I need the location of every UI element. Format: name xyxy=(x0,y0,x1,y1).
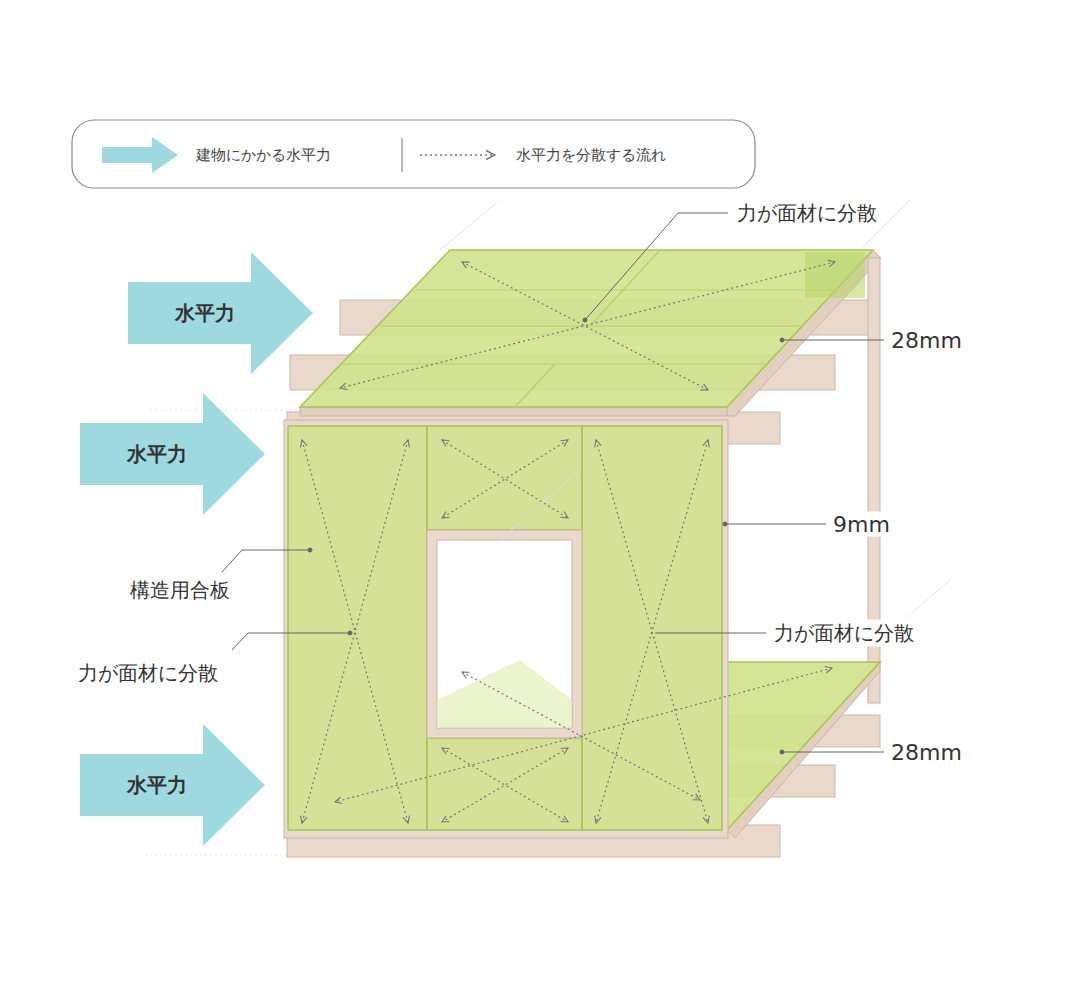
window-frame xyxy=(427,530,582,738)
roof-floor-panel xyxy=(300,250,873,407)
legend-swatch xyxy=(102,135,180,175)
force-flow-arrow xyxy=(302,262,835,823)
callout-label: 力が面材に分散 xyxy=(772,620,916,647)
leader-line xyxy=(222,213,884,754)
legend-text: 建物にかかる水平力 xyxy=(196,146,331,165)
arrow-fill xyxy=(80,393,265,515)
arrow-fill xyxy=(128,252,313,374)
dimension-label: 28mm xyxy=(889,740,964,765)
dimension-label: 9mm xyxy=(831,512,892,537)
force-arrow: 水平力 xyxy=(128,252,313,374)
legend-dotted-arrow xyxy=(420,154,495,156)
force-label: 水平力 xyxy=(127,772,187,799)
callout-label: 構造用合板 xyxy=(128,577,232,604)
force-label: 水平力 xyxy=(127,441,187,468)
panel-edge xyxy=(300,407,727,416)
force-arrow: 水平力 xyxy=(80,724,265,846)
wall-frame xyxy=(284,420,728,838)
floor-through-window xyxy=(437,660,572,728)
callout-label: 力が面材に分散 xyxy=(76,660,220,687)
legend-text: 水平力を分散する流れ xyxy=(516,146,666,165)
callout-label: 力が面材に分散 xyxy=(735,200,879,227)
force-label: 水平力 xyxy=(175,300,235,327)
force-arrow: 水平力 xyxy=(80,393,265,515)
dimension-label: 28mm xyxy=(889,328,964,353)
window-opening xyxy=(437,540,572,728)
legend-divider xyxy=(401,138,402,172)
panel-joint xyxy=(340,250,865,407)
legend-swatch-fill xyxy=(102,137,178,173)
legend-frame xyxy=(72,120,755,188)
structural-plywood xyxy=(288,426,722,830)
arrow-fill xyxy=(80,724,265,846)
guide-lines xyxy=(500,470,580,540)
